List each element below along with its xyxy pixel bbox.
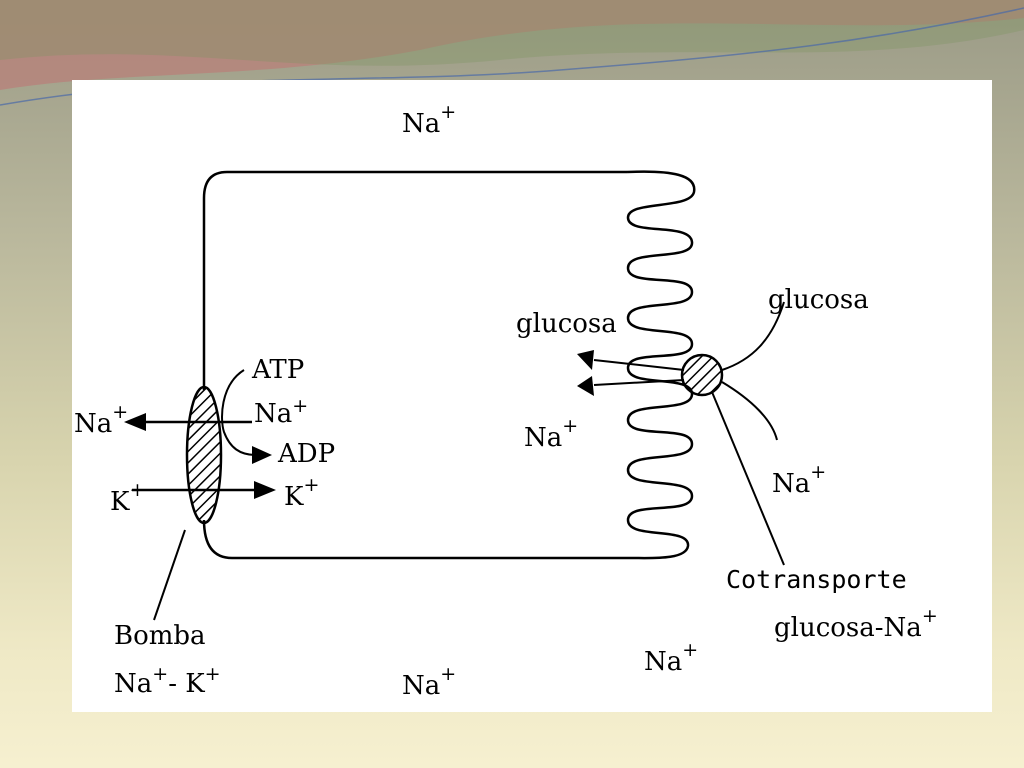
diagram-panel: Na+ Na+ Na+ Na+ Na+ K+ K+ ATP ADP Bomba …: [72, 80, 992, 712]
na-entry-line: [721, 381, 778, 441]
na-efflux-arrowhead: [124, 413, 146, 431]
cotransporte-pointer: [711, 391, 785, 566]
na-release-line: [593, 379, 685, 386]
k-influx-arrowhead: [254, 481, 276, 499]
cotransporte-glucosa-na-label: glucosa-Na+: [774, 605, 938, 643]
glucose-entry-line: [721, 301, 785, 371]
k-outside-label: K+: [110, 479, 145, 517]
na-bottom-right-label: Na+: [644, 639, 698, 677]
na-right-outside-label: Na+: [772, 461, 826, 499]
bomba-na-k-label: Na+- K+: [114, 663, 221, 699]
na-top-label: Na+: [402, 101, 456, 139]
na-cell-label: Na+: [524, 415, 578, 453]
bomba-label: Bomba: [114, 621, 206, 651]
atp-label: ATP: [251, 355, 304, 385]
na-outside-left-label: Na+: [74, 401, 128, 439]
k-inside-label: K+: [284, 474, 319, 512]
glucose-na-cotransporter: [680, 353, 724, 397]
cotransporte-label: Cotransporte: [726, 565, 907, 594]
bomba-pointer: [153, 529, 186, 621]
na-pump-label: Na+: [254, 395, 308, 429]
top-wave-band-green: [0, 0, 1024, 66]
glucose-release-line: [593, 359, 685, 371]
na-bottom-label: Na+: [402, 663, 456, 701]
glucose-release-arrowhead: [577, 350, 594, 370]
atp-to-adp-curve: [221, 369, 257, 456]
microvilli-border: [626, 170, 696, 560]
na-release-arrowhead: [577, 376, 594, 396]
glucosa-inside-label: glucosa: [516, 309, 617, 339]
top-wave-band-red: [0, 0, 1024, 90]
na-k-pump: [185, 385, 223, 525]
glucosa-outside-label: glucosa: [768, 285, 869, 315]
adp-arrowhead: [252, 446, 272, 464]
adp-label: ADP: [277, 439, 335, 469]
cell-membrane: [202, 170, 632, 560]
cell-transport-diagram: Na+ Na+ Na+ Na+ Na+ K+ K+ ATP ADP Bomba …: [74, 101, 938, 701]
